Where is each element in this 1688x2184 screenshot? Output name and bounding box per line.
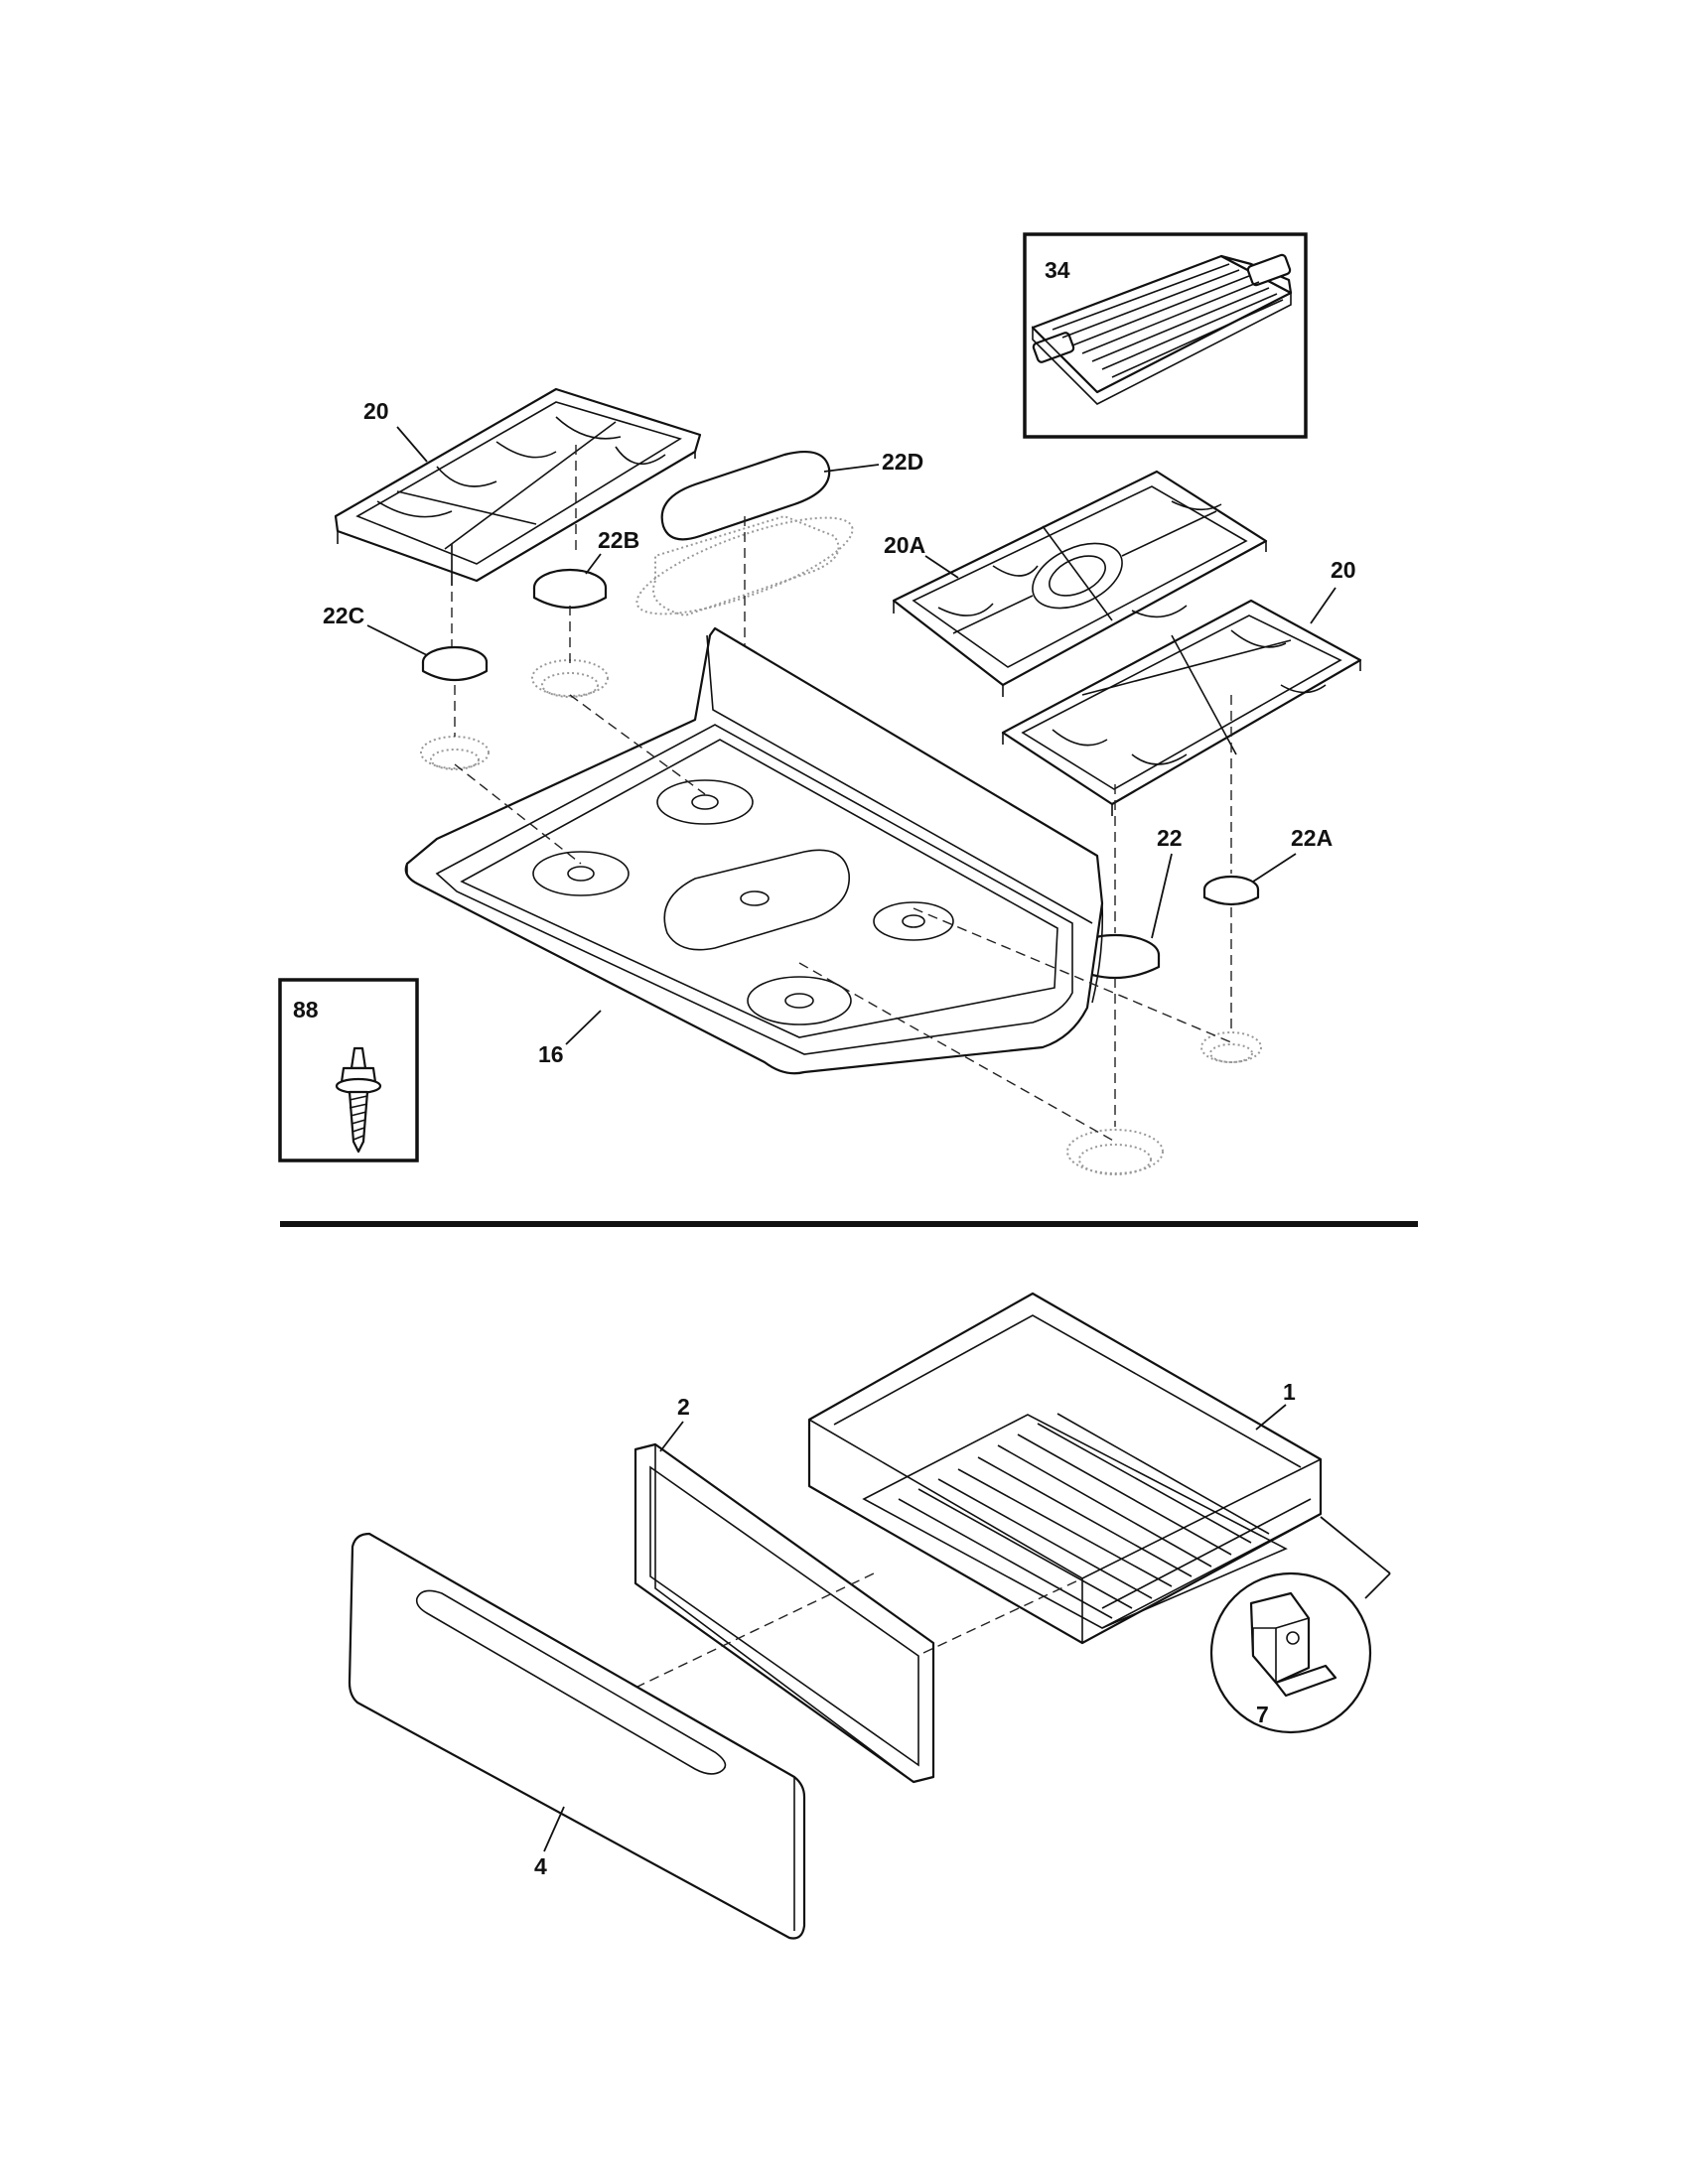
- drawer-panel: [348, 1532, 806, 1940]
- burner-opening-left: [532, 851, 630, 896]
- cooktop: [404, 626, 1104, 1075]
- center-grate: [892, 470, 1268, 697]
- callout-20-left: 20: [363, 398, 389, 424]
- burner-opening-front: [747, 976, 852, 1025]
- left-grate: [334, 387, 702, 655]
- right-grate: [1001, 599, 1362, 816]
- callout-22a: 22A: [1291, 825, 1333, 851]
- callout-1: 1: [1283, 1379, 1296, 1405]
- burner-cap-22a: [1200, 875, 1262, 1063]
- callout-22: 22: [1157, 825, 1183, 851]
- burner-cap-22d: [635, 451, 854, 617]
- burner-opening-oval: [663, 849, 850, 951]
- burner-opening-rear: [656, 779, 754, 825]
- clip-icon: [1249, 1591, 1337, 1698]
- clip-inset: 7: [1209, 1516, 1391, 1734]
- drawer-liner: [807, 1292, 1323, 1645]
- burner-cap-22c: [420, 645, 490, 770]
- drawer-frame: [633, 1442, 935, 1784]
- callout-20-right: 20: [1331, 557, 1356, 583]
- callout-88: 88: [293, 997, 319, 1023]
- griddle-icon: [1031, 253, 1293, 405]
- callout-22d: 22D: [882, 449, 923, 475]
- burner-opening-right: [873, 901, 954, 941]
- callout-16: 16: [538, 1041, 564, 1067]
- griddle-inset: 34: [1023, 232, 1308, 439]
- stud-inset: 88: [278, 978, 419, 1162]
- callout-4: 4: [534, 1853, 547, 1879]
- callout-22c: 22C: [323, 603, 364, 628]
- callout-20a: 20A: [884, 532, 925, 558]
- callout-2: 2: [677, 1394, 690, 1420]
- stud-icon: [335, 1046, 382, 1154]
- burner-cap-22b: [531, 568, 609, 698]
- callout-22b: 22B: [598, 527, 639, 553]
- callout-34: 34: [1045, 257, 1070, 283]
- callout-7: 7: [1256, 1702, 1269, 1727]
